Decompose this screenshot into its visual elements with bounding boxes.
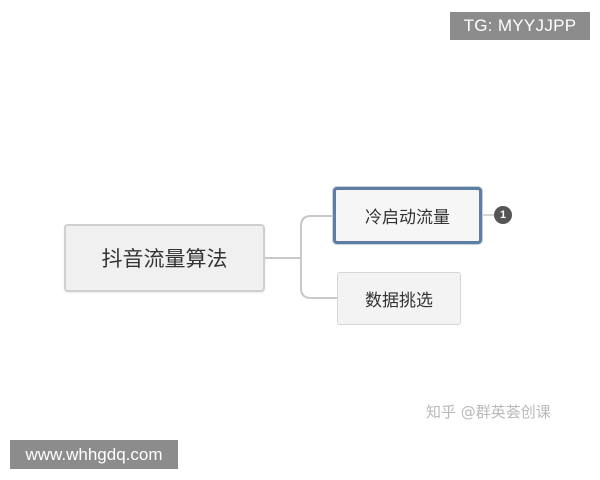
connector-to-data-filter — [300, 258, 337, 299]
zhihu-watermark: 知乎 @群英荟创课 — [426, 403, 551, 421]
mindmap-node-cold-start[interactable]: 冷启动流量 — [333, 187, 482, 244]
marker-number-badge[interactable]: 1 — [494, 206, 512, 224]
root-node-label: 抖音流量算法 — [101, 247, 228, 271]
telegram-watermark: TG: MYYJJPP — [450, 12, 590, 40]
mindmap-root-node[interactable]: 抖音流量算法 — [64, 224, 265, 292]
cold-start-node-label: 冷启动流量 — [365, 208, 450, 228]
data-filter-node-label: 数据挑选 — [365, 291, 433, 311]
mindmap-node-data-filter[interactable]: 数据挑选 — [337, 272, 461, 325]
website-watermark: www.whhgdq.com — [10, 440, 178, 469]
connector-to-cold-start — [300, 215, 333, 258]
